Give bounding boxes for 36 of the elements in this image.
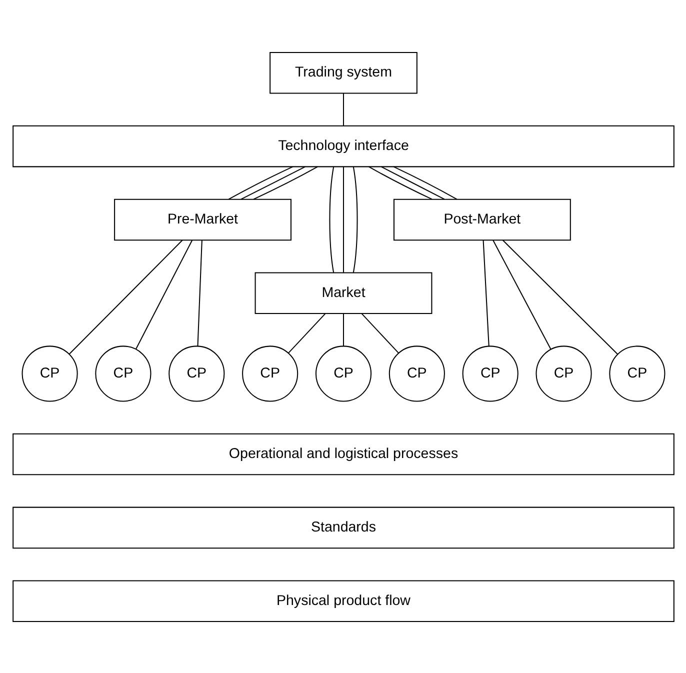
node-circle: CP: [388, 345, 444, 402]
node-box: Standards: [12, 506, 674, 548]
connector: [240, 166, 305, 200]
connector: [352, 166, 358, 272]
connector: [196, 240, 202, 346]
node-box: Physical product flow: [12, 580, 674, 622]
node-circle: CP: [314, 345, 372, 402]
connector: [228, 166, 292, 200]
connector: [342, 313, 344, 346]
node-circle: CP: [462, 345, 518, 402]
node-box: Trading system: [269, 51, 417, 94]
connector: [68, 239, 182, 354]
connector: [360, 312, 398, 353]
node-circle: CP: [168, 345, 224, 402]
node-circle: CP: [94, 345, 151, 402]
node-box: Market: [254, 272, 432, 314]
connector: [342, 166, 344, 272]
node-box: Pre-Market: [114, 198, 291, 240]
node-circle: CP: [535, 345, 592, 402]
node-box: Post-Market: [392, 198, 570, 240]
node-box: Operational and logistical processes: [12, 432, 674, 475]
connector: [393, 166, 457, 200]
connector: [368, 166, 432, 200]
node-circle: CP: [608, 345, 665, 402]
connector: [492, 239, 551, 350]
connector: [342, 92, 344, 126]
connector: [288, 312, 326, 353]
connector: [252, 166, 318, 200]
node-box: Technology interface: [12, 124, 674, 167]
connector: [482, 240, 489, 346]
connector: [502, 239, 618, 354]
connector: [328, 166, 334, 272]
node-circle: CP: [21, 345, 78, 402]
connector: [380, 166, 444, 200]
connector: [134, 239, 192, 349]
node-circle: CP: [242, 345, 298, 402]
